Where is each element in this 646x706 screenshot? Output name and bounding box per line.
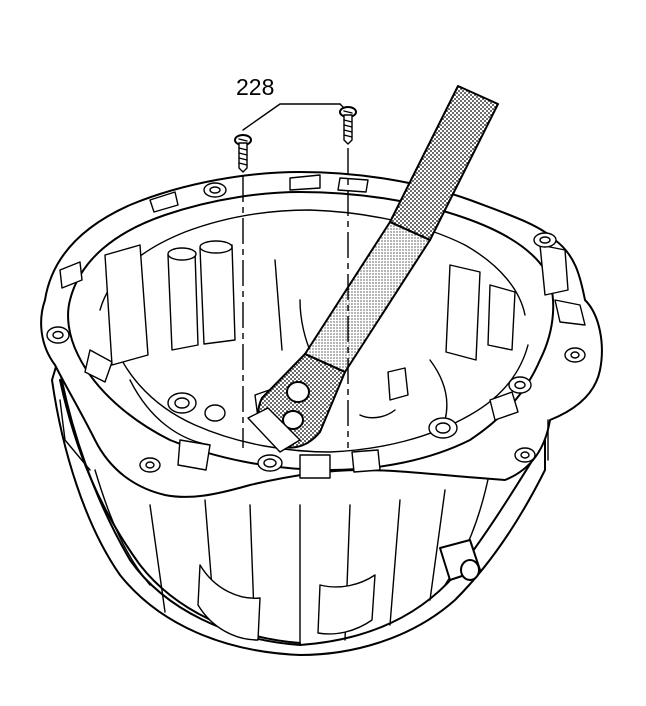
bolt-holes bbox=[46, 182, 586, 473]
fastener-bolt-left bbox=[234, 134, 252, 173]
wrench-tool bbox=[247, 85, 499, 453]
housing-shell bbox=[51, 359, 546, 656]
callout-label: 228 bbox=[236, 74, 274, 100]
callout-228: 228 bbox=[236, 74, 345, 131]
installation-centerlines bbox=[242, 148, 349, 448]
side-pin bbox=[439, 539, 481, 581]
fastener-bolt-right bbox=[339, 106, 357, 145]
